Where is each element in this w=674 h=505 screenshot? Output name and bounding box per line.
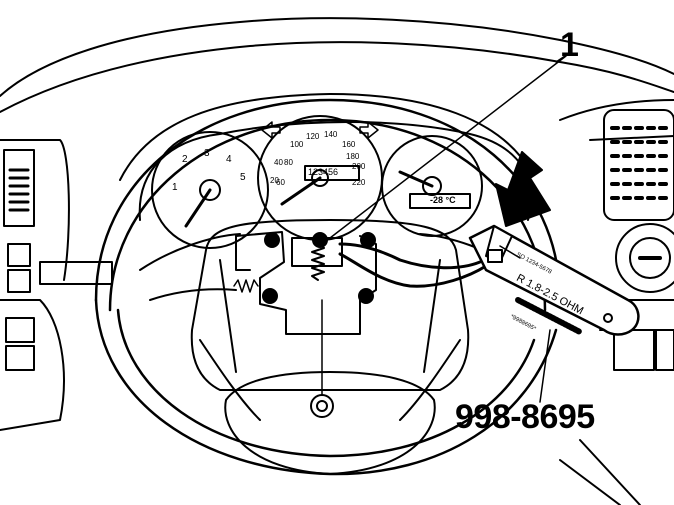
speedo-tick-40: 40: [274, 158, 283, 167]
speedo-tick-220: 220: [352, 178, 366, 187]
callout-1-leader: [329, 55, 567, 239]
tacho-tick-5: 5: [240, 172, 246, 183]
callout-1: 1: [560, 26, 579, 64]
odometer: 123456: [308, 167, 339, 177]
resistor-tool: [468, 224, 640, 403]
speedo-tick-20: 20: [270, 176, 279, 185]
speedo-tick-160: 160: [342, 140, 356, 149]
turn-signal-left-icon: [261, 121, 281, 139]
speedo-tick-80: 80: [284, 158, 293, 167]
speedo-tick-180: 180: [346, 152, 360, 161]
temperature-readout: -28 °C: [430, 195, 456, 205]
speedo-tick-60: 60: [276, 178, 285, 187]
right-air-vent: [603, 109, 674, 221]
tool-part-number: 998-8695: [455, 398, 595, 436]
tacho-tick-3: 3: [204, 148, 210, 159]
tacho-tick-4: 4: [226, 154, 232, 165]
bolt-icon: [310, 394, 334, 418]
speedo-tick-200: 200: [352, 162, 366, 171]
tacho-tick-1: 1: [172, 182, 178, 193]
dashboard: [0, 17, 674, 505]
speedo-tick-100: 100: [290, 140, 304, 149]
arrow-pointer-icon: [495, 151, 551, 227]
climate-knob: [613, 223, 674, 371]
tacho-tick-2: 2: [182, 154, 188, 165]
speedo-tick-140: 140: [324, 130, 338, 139]
speedo-tick-120: 120: [306, 132, 320, 141]
